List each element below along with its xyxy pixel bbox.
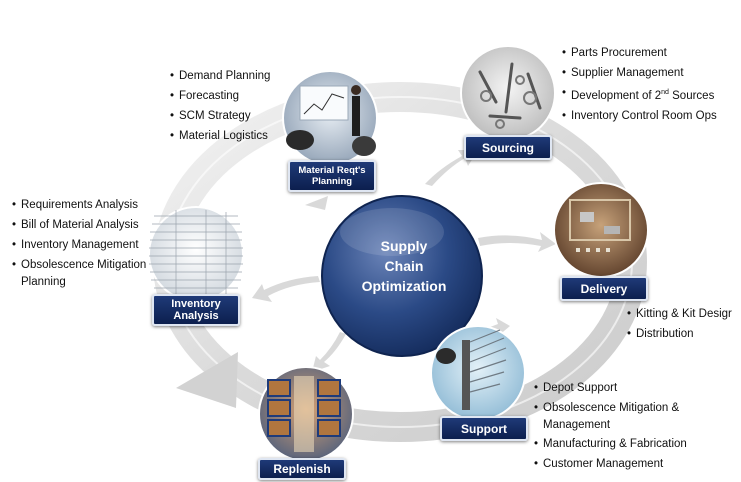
- bullet-item: Requirements Analysis: [12, 195, 160, 215]
- arrow-to-delivery: [478, 232, 556, 252]
- photo-delivery: [553, 182, 649, 278]
- bullet-item: Inventory Management: [12, 235, 160, 255]
- center-circle: [321, 195, 483, 357]
- bullets-support: Depot Support Obsolescence Mitigation & …: [534, 378, 714, 474]
- photo-inventory-analysis: [148, 206, 244, 302]
- bullet-item: Parts Procurement: [562, 43, 717, 63]
- node-label-replenish: Replenish: [258, 458, 346, 480]
- bullet-item: Depot Support: [534, 378, 714, 398]
- dev2-prefix: Development of 2: [571, 89, 662, 102]
- arrow-to-material-planning: [305, 196, 328, 210]
- arrow-to-replenish: [312, 332, 346, 372]
- arrow-to-sourcing: [425, 150, 478, 186]
- bullet-item: Forecasting: [170, 86, 270, 106]
- outer-arrowhead-left: [176, 352, 238, 408]
- photo-material-planning: [282, 70, 378, 166]
- bullet-item: SCM Strategy: [170, 106, 270, 126]
- bullet-item-development-2nd-sources: Development of 2nd Sources: [562, 83, 717, 106]
- photo-support: [430, 325, 526, 421]
- bullet-item: Supplier Management: [562, 63, 717, 83]
- node-label-inventory-analysis: Inventory Analysis: [152, 294, 240, 326]
- node-label-sourcing: Sourcing: [464, 135, 552, 160]
- bullet-item: Demand Planning: [170, 66, 270, 86]
- node-label-material-reqts-planning: Material Reqt's Planning: [288, 160, 376, 192]
- center-line-1: Supply: [380, 238, 428, 254]
- bullets-sourcing: Parts Procurement Supplier Management De…: [562, 43, 717, 126]
- bullets-material-reqts-planning: Demand Planning Forecasting SCM Strategy…: [170, 66, 270, 146]
- photo-sourcing: [460, 45, 556, 141]
- bullet-item: Kitting & Kit Desigr: [627, 304, 741, 324]
- node-label-support: Support: [440, 416, 528, 441]
- bullet-item: Inventory Control Room Ops: [562, 106, 717, 126]
- bullet-item: Distribution: [627, 324, 741, 344]
- bullet-item: Obsolescence Mitigation & Management: [534, 400, 714, 434]
- dev2-sup: nd: [661, 89, 669, 96]
- center-line-3: Optimization: [361, 278, 447, 294]
- bullets-inventory-analysis: Requirements Analysis Bill of Material A…: [12, 195, 160, 291]
- center-line-2: Chain: [384, 258, 424, 274]
- photo-replenish: [258, 366, 354, 462]
- center-title: Supply Chain Optimization: [344, 236, 464, 296]
- arrow-to-inventory: [252, 276, 320, 302]
- dev2-suffix: Sources: [668, 89, 715, 102]
- bullet-item: Manufacturing & Fabrication: [534, 434, 714, 454]
- bullet-item: Bill of Material Analysis: [12, 215, 160, 235]
- bullets-delivery: Kitting & Kit Desigr Distribution: [627, 304, 741, 344]
- bullet-item: Material Logistics: [170, 126, 270, 146]
- bullet-item: Obsolescence Mitigation Planning: [12, 257, 160, 291]
- bullet-item: Customer Management: [534, 454, 714, 474]
- node-label-delivery: Delivery: [560, 276, 648, 301]
